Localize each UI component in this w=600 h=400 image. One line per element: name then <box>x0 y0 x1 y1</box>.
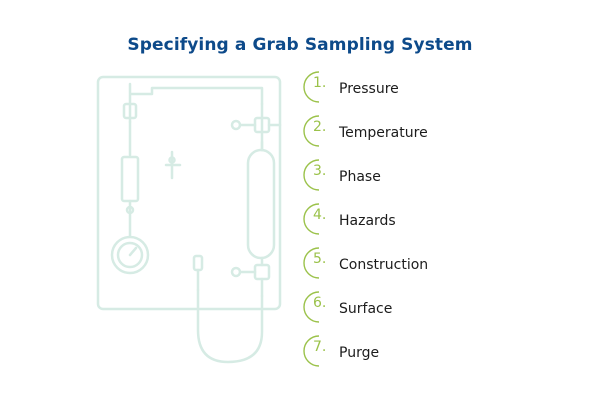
step-badge: 1. <box>303 70 335 104</box>
list-item: 3. Phase <box>303 158 593 202</box>
step-number: 6. <box>313 295 327 311</box>
flexible-hose <box>196 288 264 364</box>
step-label: Phase <box>339 169 381 185</box>
inlet-tubing <box>128 82 264 106</box>
step-arc-icon <box>303 71 320 103</box>
list-item: 2. Temperature <box>303 114 593 158</box>
flowmeter-icon <box>120 155 140 203</box>
step-arc-icon <box>303 203 320 235</box>
step-arc-icon <box>303 115 320 147</box>
step-arc-icon <box>303 247 320 279</box>
step-number: 5. <box>313 251 327 267</box>
specification-steps-list: 1. Pressure 2. Temperature 3. Phase 4. H… <box>303 70 593 378</box>
step-arc-icon <box>303 159 320 191</box>
step-label: Temperature <box>339 125 428 141</box>
step-number: 2. <box>313 119 327 135</box>
step-badge: 5. <box>303 246 335 280</box>
step-label: Hazards <box>339 213 396 229</box>
step-number: 4. <box>313 207 327 223</box>
step-badge: 4. <box>303 202 335 236</box>
list-item: 1. Pressure <box>303 70 593 114</box>
upper-valve-icon <box>230 102 282 152</box>
tee-fitting-icon <box>164 150 182 180</box>
list-item: 4. Hazards <box>303 202 593 246</box>
page-title: Specifying a Grab Sampling System <box>127 35 473 55</box>
lower-valve-icon <box>230 263 271 298</box>
step-badge: 6. <box>303 290 335 324</box>
step-label: Purge <box>339 345 380 361</box>
step-badge: 7. <box>303 334 335 368</box>
step-number: 3. <box>313 163 327 179</box>
step-label: Pressure <box>339 81 399 97</box>
step-arc-icon <box>303 335 320 367</box>
step-badge: 3. <box>303 158 335 192</box>
mounting-panel <box>96 75 282 311</box>
list-item: 7. Purge <box>303 334 593 378</box>
quick-connect-icon <box>192 254 204 292</box>
step-label: Surface <box>339 301 393 317</box>
step-badge: 2. <box>303 114 335 148</box>
sample-cylinder-icon <box>246 148 276 260</box>
inlet-valve-icon <box>122 93 138 157</box>
step-number: 7. <box>313 339 327 355</box>
step-label: Construction <box>339 257 429 273</box>
list-item: 5. Construction <box>303 246 593 290</box>
step-arc-icon <box>303 291 320 323</box>
list-item: 6. Surface <box>303 290 593 334</box>
pressure-gauge-icon <box>110 235 150 275</box>
step-number: 1. <box>313 75 327 91</box>
